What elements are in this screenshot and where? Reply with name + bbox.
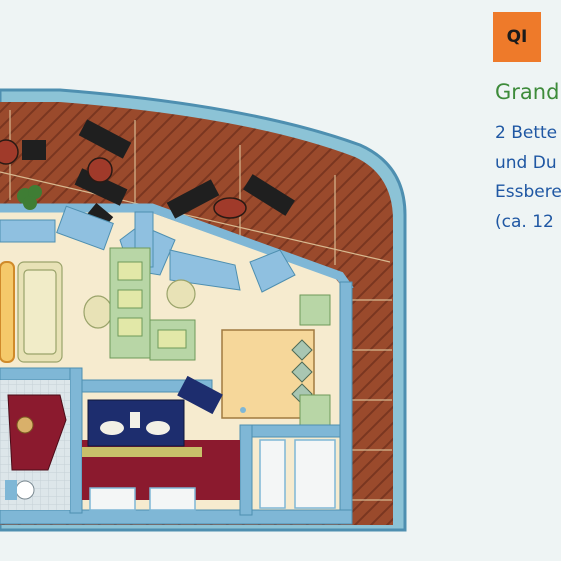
interior-floor xyxy=(0,212,345,515)
description-line: und Du xyxy=(495,152,557,173)
suite-title: Grand xyxy=(495,80,560,104)
description-line: Essbere xyxy=(495,182,561,202)
suite-description: 2 Bette und Du Essbere (ca. 12 xyxy=(495,119,561,237)
description-line: 2 Bette xyxy=(495,123,558,143)
coffee-table xyxy=(0,261,15,363)
suite-code: QI xyxy=(506,27,528,47)
description-line: (ca. 12 xyxy=(495,211,554,232)
suite-code-badge: QI xyxy=(493,12,541,62)
